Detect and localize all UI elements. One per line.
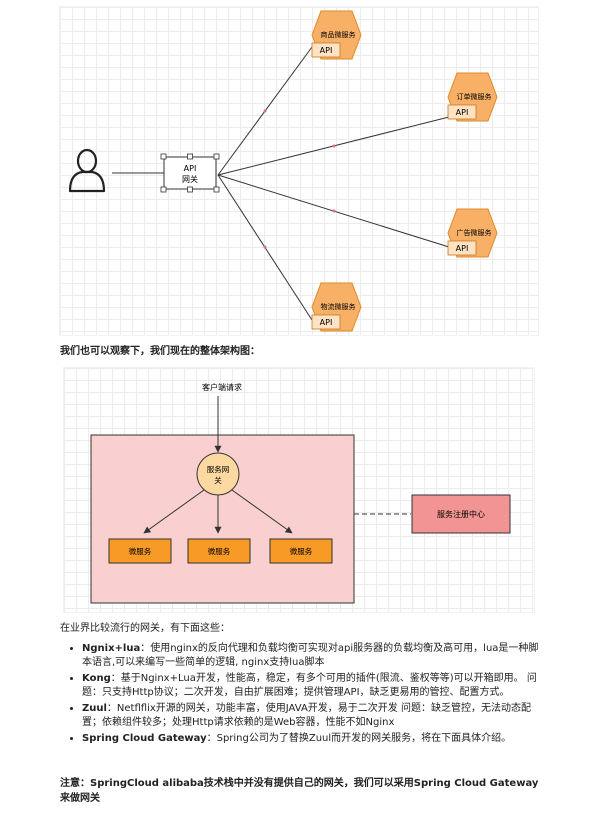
micro-service-label: 微服务 [129,546,152,556]
service-ad: 广告微服务 API [447,208,498,258]
api-gateway-box: API 网关 [160,153,220,193]
item-desc: Spring公司为了替换Zuul而开发的网关服务，将在下面具体介绍。 [216,733,512,744]
item-desc: 使用nginx的反向代理和负载均衡可实现对api服务器的负载均衡及高可用，lua… [82,643,539,668]
api-tag [447,240,477,256]
item-desc: 基于Nginx+Lua开发，性能高，稳定，有多个可用的插件(限流、鉴权等等)可以… [82,673,537,698]
api-tag-label: API [456,108,469,117]
service-name: 商品微服务 [321,30,356,39]
api-tag-label: API [320,46,333,55]
architecture-diagram: 客户端请求 服务网 关 微服务 微服务 微服务 服务注册中心 [63,367,535,613]
micro-service-label: 微服务 [208,546,231,556]
item-sep: ： [106,703,117,714]
architecture-diagram-canvas: 客户端请求 服务网 关 微服务 微服务 微服务 服务注册中心 [90,382,511,604]
section-heading: 我们也可以观察下，我们现在的整体架构图： [60,346,260,357]
gateway-connectors [217,46,450,321]
api-gateway-diagram-canvas: API 网关 商品微服务 API 订单微服务 API 广告微服务 API 物流微… [68,10,498,332]
client-request-label: 客户端请求 [202,382,242,392]
service-name: 物流微服务 [321,302,356,311]
service-name: 广告微服务 [457,228,492,237]
gateway-label-line2: 关 [214,475,222,485]
item-desc: Netflflix开源的网关，功能丰富，使用JAVA开发，易于二次开发 问题：缺… [82,703,531,728]
api-tag-label: API [456,244,469,253]
list-item: Ngnix+lua：使用nginx的反向代理和负载均衡可实现对api服务器的负载… [82,642,540,670]
service-registry: 服务注册中心 [411,494,511,534]
item-name: Ngnix+lua [82,643,141,654]
gateway-arrows [143,489,293,534]
micro-service-3: 微服务 [269,538,333,564]
api-tag [311,314,341,330]
service-order: 订单微服务 API [447,72,498,122]
user-icon [68,148,106,193]
micro-service-label: 微服务 [290,546,313,556]
gateway-label-line2: 网关 [182,174,198,184]
registry-label: 服务注册中心 [437,509,485,519]
micro-service-1: 微服务 [108,538,172,564]
list-item: Zuul：Netflflix开源的网关，功能丰富，使用JAVA开发，易于二次开发… [82,702,540,730]
item-name: Zuul [82,703,107,714]
gateway-list: Ngnix+lua：使用nginx的反向代理和负载均衡可实现对api服务器的负载… [60,642,540,748]
item-sep: ： [206,733,217,744]
api-tag-label: API [320,318,333,327]
micro-service-2: 微服务 [187,538,251,564]
service-logistics: 物流微服务 API [311,282,362,332]
service-gateway: 服务网 关 [196,452,240,496]
service-product: 商品微服务 API [311,10,362,60]
item-name: Kong [82,673,111,684]
api-tag [447,104,477,120]
connector-midpoints [263,109,336,249]
gateway-label-line1: API [184,164,197,173]
api-gateway-diagram: API 网关 商品微服务 API 订单微服务 API 广告微服务 API 物流微… [59,6,539,336]
list-item: Spring Cloud Gateway：Spring公司为了替换Zuul而开发… [82,732,540,746]
item-sep: ： [140,643,151,654]
intro-text: 在业界比较流行的网关，有下面这些： [60,623,230,634]
service-name: 订单微服务 [457,92,492,101]
list-item: Kong：基于Nginx+Lua开发，性能高，稳定，有多个可用的插件(限流、鉴权… [82,672,540,700]
api-tag [311,42,341,58]
note-text: 注意：SpringCloud alibaba技术栈中并没有提供自己的网关，我们可… [60,778,539,804]
gateway-label-line1: 服务网 [207,464,230,474]
item-name: Spring Cloud Gateway [82,733,207,744]
item-sep: ： [110,673,121,684]
